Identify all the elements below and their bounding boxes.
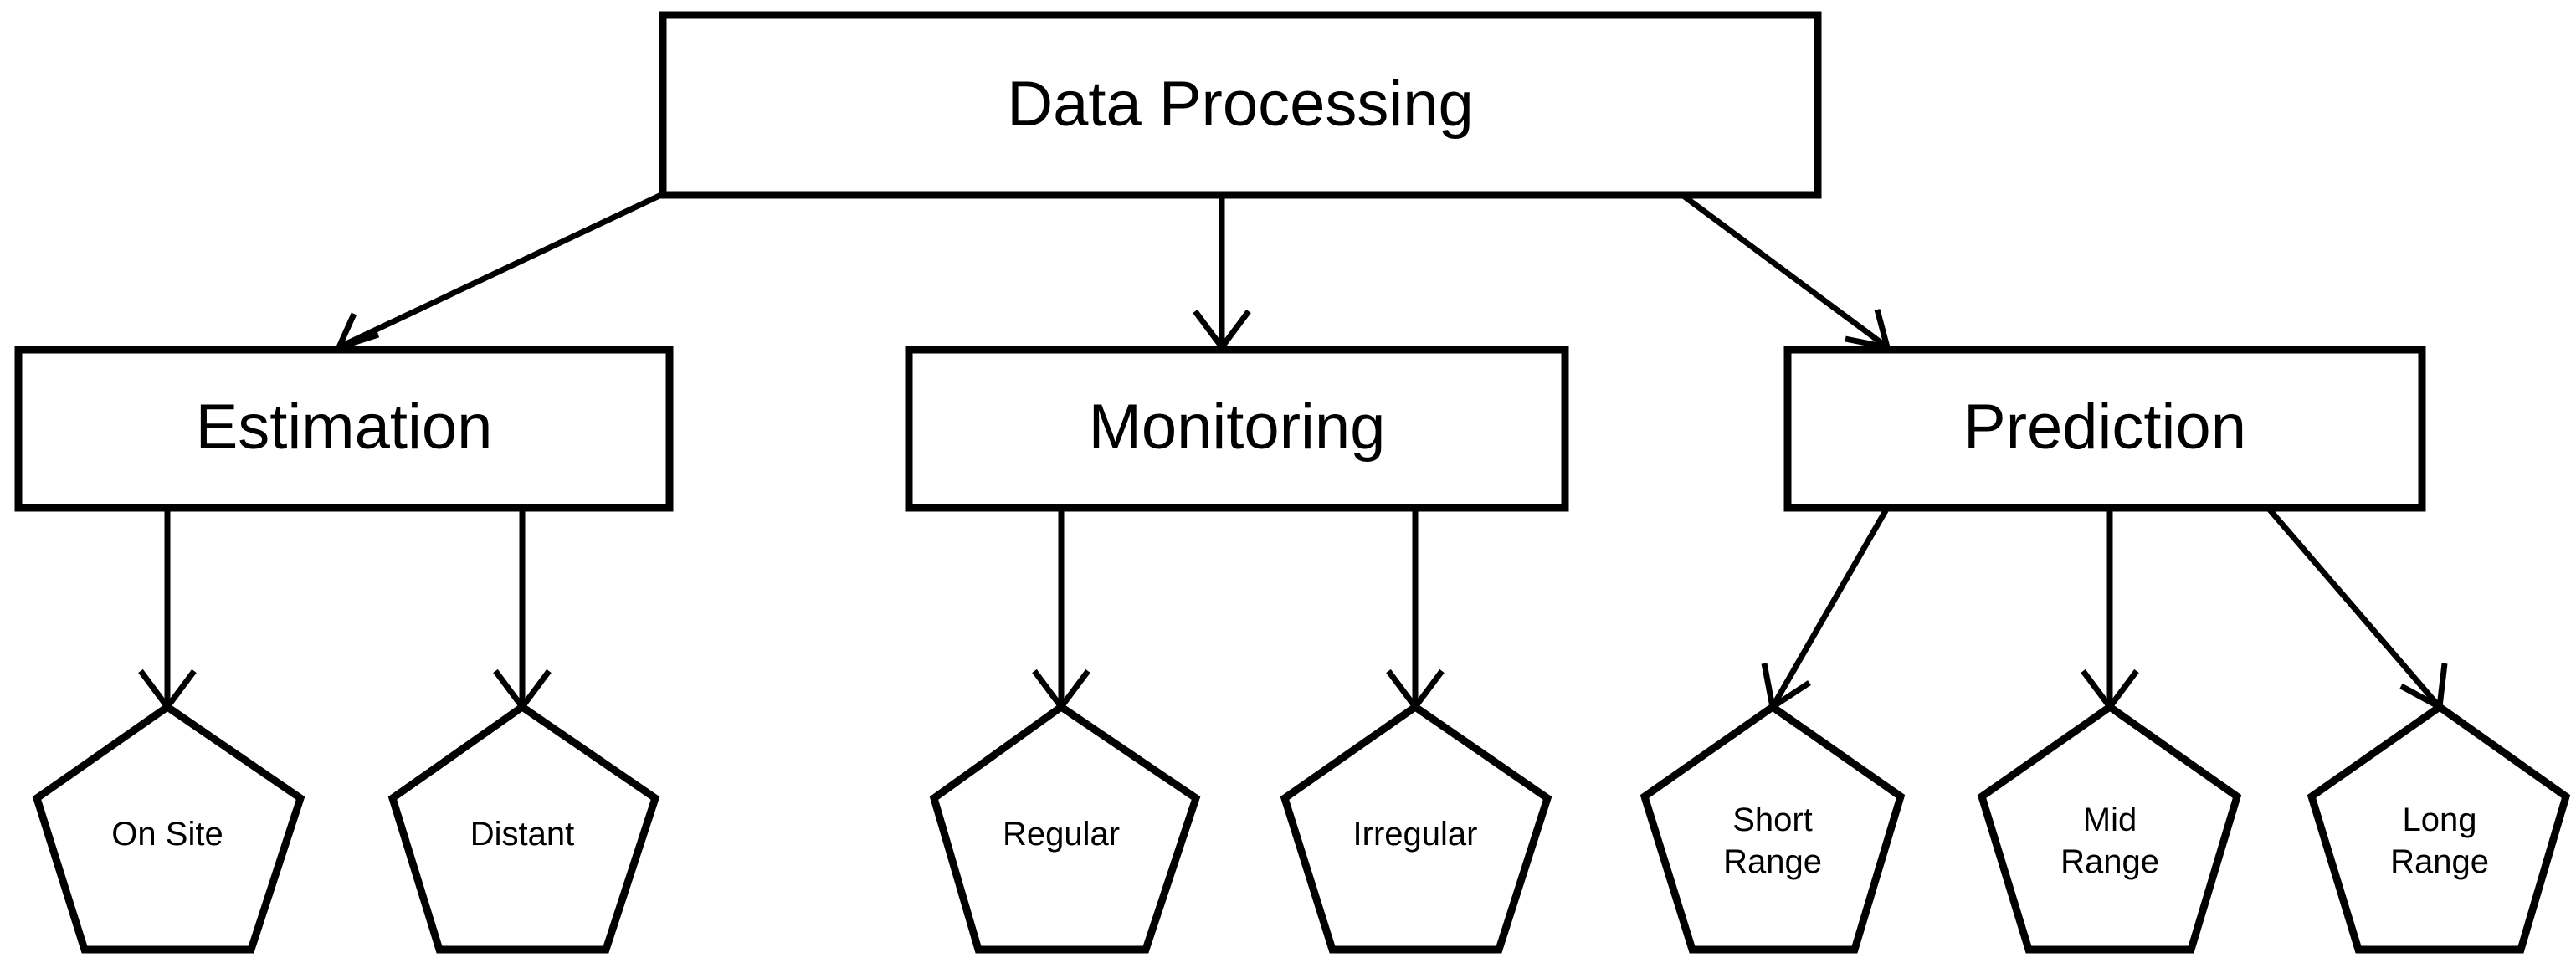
node-short-range-label-line1: Short bbox=[1732, 802, 1813, 838]
node-mid-range[interactable]: Mid Range bbox=[1977, 702, 2242, 954]
node-long-range[interactable]: Long Range bbox=[2307, 702, 2571, 954]
node-mid-range-label-line2: Range bbox=[2060, 843, 2159, 880]
node-data-processing-label: Data Processing bbox=[1007, 69, 1474, 140]
node-prediction[interactable]: Prediction bbox=[1783, 346, 2426, 512]
node-data-processing[interactable]: Data Processing bbox=[659, 11, 1822, 199]
node-irregular-label: Irregular bbox=[1353, 816, 1478, 853]
node-irregular[interactable]: Irregular bbox=[1280, 702, 1552, 954]
node-short-range[interactable]: Short Range bbox=[1640, 702, 1906, 954]
node-estimation[interactable]: Estimation bbox=[14, 346, 674, 512]
edge-data-processing-to-prediction bbox=[1680, 192, 1891, 351]
node-distant[interactable]: Distant bbox=[387, 702, 660, 954]
node-on-site[interactable]: On Site bbox=[32, 702, 305, 954]
edge-monitoring-to-irregular bbox=[1386, 508, 1445, 709]
edge-estimation-to-on-site bbox=[138, 508, 197, 709]
edge-prediction-to-mid-range bbox=[2081, 508, 2139, 709]
edge-data-processing-to-monitoring bbox=[1193, 195, 1251, 350]
node-regular-label: Regular bbox=[1003, 816, 1120, 853]
node-estimation-label: Estimation bbox=[196, 392, 493, 463]
node-mid-range-label-line1: Mid bbox=[2083, 802, 2137, 838]
edge-prediction-to-long-range bbox=[2266, 505, 2448, 710]
edge-estimation-to-distant bbox=[493, 508, 552, 709]
edge-data-processing-to-estimation bbox=[336, 192, 663, 351]
node-distant-label: Distant bbox=[470, 816, 575, 853]
node-prediction-label: Prediction bbox=[1963, 392, 2246, 463]
node-short-range-label-line2: Range bbox=[1723, 843, 1822, 880]
edge-monitoring-to-regular bbox=[1032, 508, 1090, 709]
node-regular[interactable]: Regular bbox=[929, 702, 1201, 954]
node-monitoring[interactable]: Monitoring bbox=[905, 346, 1569, 512]
node-monitoring-label: Monitoring bbox=[1089, 392, 1386, 463]
node-long-range-label-line2: Range bbox=[2390, 843, 2489, 880]
edge-prediction-to-short-range bbox=[1761, 506, 1891, 709]
node-long-range-label-line1: Long bbox=[2403, 802, 2477, 838]
node-on-site-label: On Site bbox=[111, 816, 223, 853]
